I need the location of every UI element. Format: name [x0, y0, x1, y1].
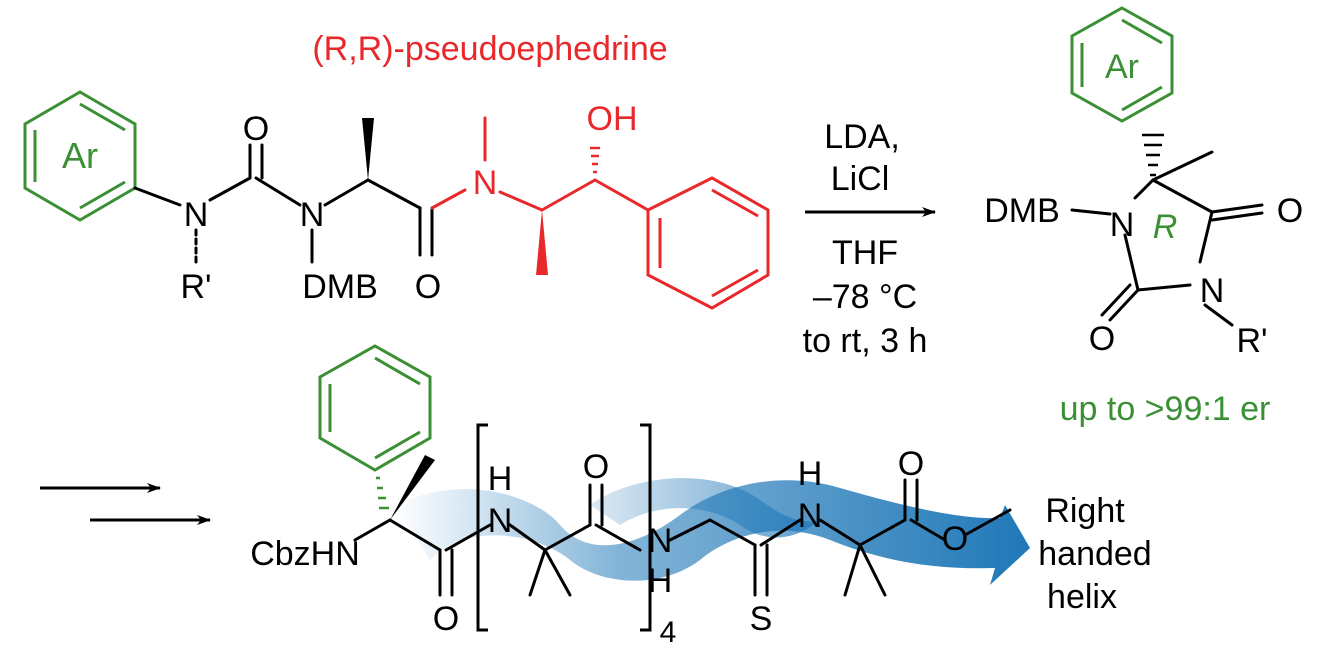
wedge-bond-reactant [362, 118, 374, 180]
h3-label: H [798, 455, 823, 493]
product-molecule: Ar DMB N R O N O R' up to >9 [984, 6, 1303, 428]
o3-peptide: O [898, 445, 924, 483]
reactant-molecule: Ar N R' O N DMB O (R,R)-pseudoephedrine [23, 30, 770, 310]
hashed-bond-peptide [376, 476, 389, 510]
h2-label: H [648, 562, 673, 600]
stereo-descriptor: R [1153, 208, 1178, 246]
o1-peptide: O [433, 600, 459, 638]
dmb-product: DMB [984, 192, 1060, 230]
o-top-product: O [1277, 192, 1303, 230]
r-prime-reactant: R' [180, 268, 211, 306]
r-prime-product: R' [1236, 322, 1267, 360]
condition-line-2: LiCl [831, 160, 890, 198]
multistep-arrows [40, 483, 211, 525]
n-dmb: N [300, 196, 325, 234]
helix-label-line-2: handed [1038, 535, 1151, 573]
helix-ribbon [395, 478, 1030, 585]
aryl-ring-peptide [318, 344, 432, 472]
n3-peptide: N [798, 497, 823, 535]
n-left: N [184, 196, 209, 234]
aryl-label-reactant: Ar [62, 135, 98, 176]
wedge-bond-auxiliary [536, 210, 548, 275]
helix-label-line-3: helix [1047, 578, 1117, 616]
aryl-ring-reactant [23, 90, 137, 222]
hashed-bond-product [1142, 133, 1164, 177]
n1-product: N [1110, 206, 1135, 244]
condition-line-1: LDA, [824, 118, 900, 156]
reaction-conditions: LDA, LiCl THF –78 °C to rt, 3 h [803, 118, 936, 360]
o-amide: O [415, 268, 441, 306]
n3-product: N [1200, 272, 1225, 310]
repeat-brackets [476, 423, 652, 632]
helix-label-line-1: Right [1045, 492, 1125, 530]
condition-line-4: –78 °C [813, 278, 917, 316]
n2-peptide: N [648, 522, 673, 560]
h1-label: H [488, 460, 513, 498]
wedge-bond-peptide [390, 455, 435, 520]
enantiomeric-ratio: up to >99:1 er [1060, 390, 1271, 428]
hydroxyl-label: OH [587, 100, 638, 138]
n1-peptide: N [488, 502, 513, 540]
cbzhn-label: CbzHN [250, 535, 360, 573]
aryl-ring-product [1070, 6, 1174, 123]
aryl-label-product: Ar [1105, 48, 1139, 86]
peptide-molecule: CbzHN H N O O N H 4 H N S O O Right hand… [250, 344, 1152, 649]
condition-line-3: THF [832, 234, 898, 272]
repeat-count: 4 [660, 616, 677, 649]
phenyl-ring-auxiliary [646, 176, 770, 310]
dmb-reactant: DMB [302, 268, 378, 306]
hashed-bond-auxiliary [590, 146, 600, 174]
o-bottom-product: O [1089, 320, 1115, 358]
ester-o: O [942, 520, 968, 558]
thioamide-s: S [750, 600, 773, 638]
auxiliary-label: (R,R)-pseudoephedrine [312, 30, 667, 68]
o2-peptide: O [583, 448, 609, 486]
n-methyl: N [473, 164, 498, 202]
o-urea: O [243, 110, 269, 148]
condition-line-5: to rt, 3 h [803, 322, 928, 360]
